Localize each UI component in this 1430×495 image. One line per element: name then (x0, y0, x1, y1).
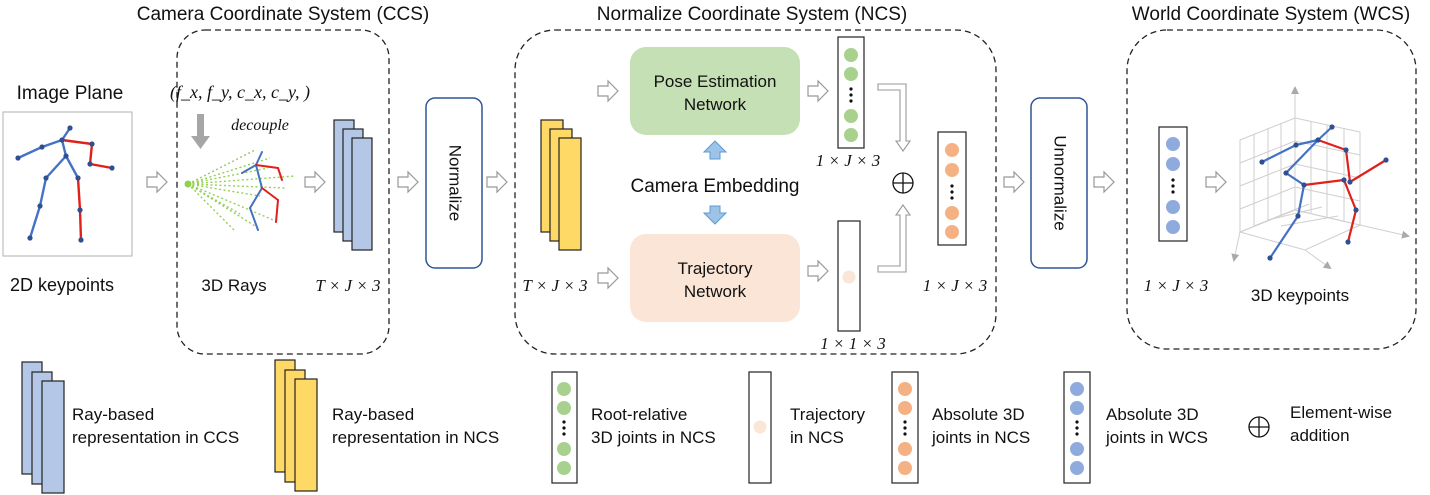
legend-trajectory-line2: in NCS (790, 428, 844, 447)
pose-network-line2: Network (684, 95, 747, 114)
legend-ray-ncs-line1: Ray-based (332, 405, 414, 424)
legend-ray-ncs-line2: representation in NCS (332, 428, 499, 447)
legend-ray-ccs-line1: Ray-based (72, 405, 154, 424)
legend: Ray-based representation in CCS Ray-base… (21, 359, 1392, 494)
root-relative-joints-dots (844, 48, 858, 142)
legend-ray-ncs-icon (274, 359, 318, 492)
flow-arrows (146, 79, 1227, 290)
wcs-title: World Coordinate System (WCS) (1132, 4, 1410, 25)
unnormalize-label: Unnormalize (1051, 135, 1070, 230)
pose-estimation-network (630, 47, 800, 135)
trajectory-network (630, 234, 800, 322)
keypoints-2d-label: 2D keypoints (10, 275, 114, 295)
arrow-right-icon (807, 79, 829, 103)
arrow-right-icon (486, 170, 508, 194)
ellipsis-icon (562, 420, 566, 436)
rays-label: 3D Rays (201, 276, 266, 295)
legend-absolute-ncs-line2: joints in NCS (931, 428, 1030, 447)
ellipsis-icon (1075, 420, 1079, 436)
legend-absolute-wcs-line2: joints in WCS (1105, 428, 1208, 447)
ellipsis-icon (1171, 178, 1175, 194)
ccs-container (176, 29, 390, 355)
pose-network-line1: Pose Estimation (654, 72, 777, 91)
legend-ray-ccs-icon (21, 361, 65, 494)
camera-embedding-label: Camera Embedding (631, 176, 800, 197)
connector-top (877, 83, 912, 152)
element-wise-sum-icon (892, 172, 914, 194)
trajectory-network-line2: Network (684, 282, 747, 301)
rays-illustration-icon (184, 149, 296, 231)
legend-ray-ccs-line2: representation in CCS (72, 428, 239, 447)
arrow-right-icon (397, 170, 419, 194)
arrow-right-icon (597, 79, 619, 103)
absolute-ncs-dots (945, 143, 959, 239)
legend-root-relative-dots (557, 382, 571, 475)
keypoints-3d-label: 3D keypoints (1251, 286, 1349, 305)
sum-shape-label: 1 × J × 3 (923, 276, 988, 295)
legend-absolute-wcs-dots (1070, 382, 1084, 475)
ncs-title: Normalize Coordinate System (NCS) (597, 4, 907, 25)
trajectory-network-line1: Trajectory (678, 259, 753, 278)
arrow-right-icon (304, 170, 326, 194)
ellipsis-icon (903, 420, 907, 436)
connector-bottom (877, 204, 912, 273)
ray-stack-ccs (333, 119, 373, 251)
ccs-title: Camera Coordinate System (CCS) (137, 4, 429, 25)
up-arrow-icon (702, 140, 728, 160)
ellipsis-icon (849, 87, 853, 103)
legend-element-wise-line2: addition (1290, 426, 1350, 445)
trajectory-dot (842, 270, 856, 284)
intrinsics-label: (f_x, f_y, c_x, c_y, ) (170, 82, 310, 103)
wcs-container (1126, 29, 1417, 350)
skeleton-2d-icon (15, 125, 115, 243)
ray-stack-ncs (540, 119, 582, 251)
ncs-input-shape: T × J × 3 (522, 276, 587, 295)
arrow-right-icon (1205, 170, 1227, 194)
legend-trajectory-dot (753, 420, 767, 434)
pose-shape-label: 1 × J × 3 (816, 151, 881, 170)
legend-absolute-ncs-line1: Absolute 3D (932, 405, 1025, 424)
normalize-block (425, 97, 483, 269)
decouple-label: decouple (231, 117, 289, 134)
legend-root-relative-line1: Root-relative (591, 405, 687, 424)
arrow-right-icon (597, 266, 619, 290)
keypoints-3d-plot (1231, 86, 1410, 270)
image-plane (2, 111, 133, 257)
legend-trajectory-line1: Trajectory (790, 405, 865, 424)
arrow-right-icon (807, 259, 829, 283)
down-arrow-icon (702, 205, 728, 225)
legend-absolute-wcs-line1: Absolute 3D (1106, 405, 1199, 424)
trajectory-shape-label: 1 × 1 × 3 (820, 334, 885, 353)
normalize-label: Normalize (446, 145, 465, 222)
absolute-wcs-dots (1166, 137, 1180, 234)
image-plane-label: Image Plane (17, 83, 124, 104)
wcs-shape-label: 1 × J × 3 (1144, 276, 1209, 295)
rays-shape-label: T × J × 3 (315, 276, 380, 295)
down-arrow-icon (191, 114, 210, 149)
arrow-right-icon (146, 170, 168, 194)
legend-element-wise-icon (1248, 416, 1270, 438)
arrow-right-icon (1003, 170, 1025, 194)
arrow-right-icon (1093, 170, 1115, 194)
legend-element-wise-line1: Element-wise (1290, 403, 1392, 422)
ncs-container (514, 29, 997, 355)
unnormalize-block (1030, 97, 1088, 269)
legend-absolute-ncs-dots (898, 382, 912, 475)
legend-root-relative-line2: 3D joints in NCS (591, 428, 716, 447)
ellipsis-icon (950, 184, 954, 200)
